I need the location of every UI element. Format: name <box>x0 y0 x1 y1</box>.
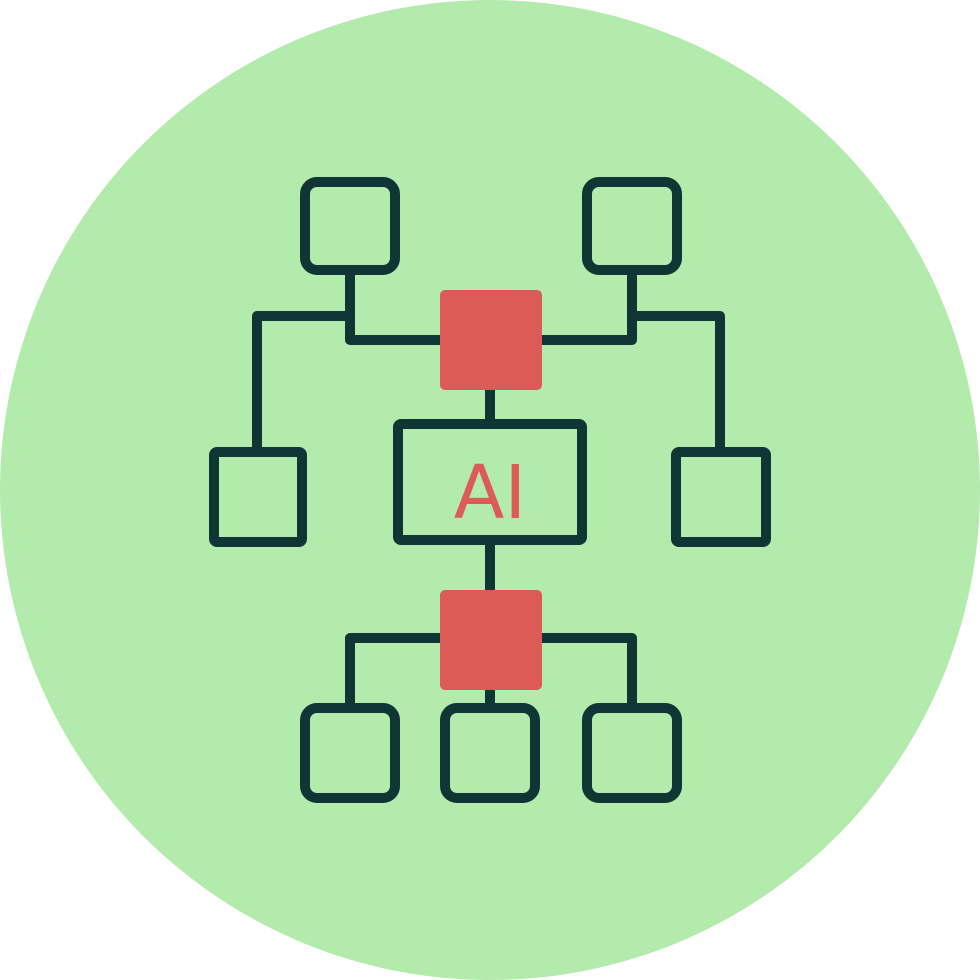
hub-squares <box>440 290 542 690</box>
node-bottom-right <box>582 703 682 803</box>
connector-top-right <box>533 265 637 345</box>
connector-bottom-right <box>533 633 637 713</box>
connector-lines <box>252 265 725 713</box>
connector-top-left <box>345 265 447 345</box>
ai-box <box>393 419 587 545</box>
connector-bottom-left <box>345 633 447 713</box>
node-middle-right <box>671 447 771 547</box>
node-bottom-center <box>440 703 540 803</box>
connector-right-side <box>627 311 725 457</box>
node-bottom-left <box>300 703 400 803</box>
node-middle-left <box>209 447 307 547</box>
node-top-right <box>582 177 682 275</box>
node-boxes <box>209 177 771 803</box>
node-top-left <box>300 177 400 275</box>
hub-top <box>440 290 542 390</box>
hub-bottom <box>440 590 542 690</box>
connector-left-side <box>252 311 355 457</box>
ai-label: AI <box>454 450 526 536</box>
